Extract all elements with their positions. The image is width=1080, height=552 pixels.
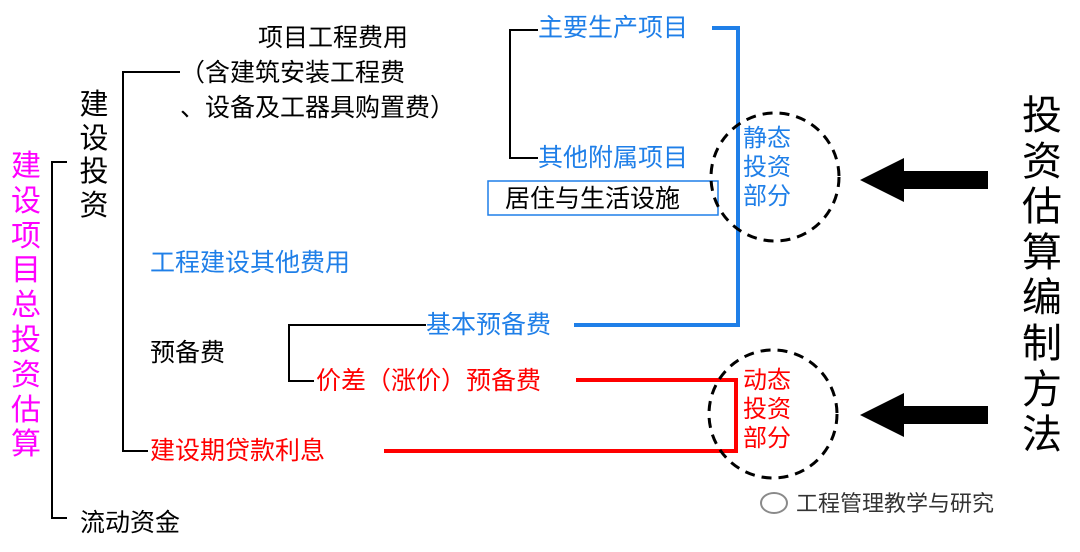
root-title: 建设项目总投资估算 [11,149,41,463]
root-bracket [51,161,67,519]
static-connector [574,26,740,327]
dynamic-group-label: 动态投资部分 [743,366,791,452]
construction-investment-label: 建设投资 [79,87,109,222]
dynamic-arrow-icon [860,393,988,437]
wechat-icon [760,492,788,514]
static-circle [709,111,841,243]
project-cost-detail-1: （含建筑安装工程费 [180,58,406,87]
basic-contingency-label: 基本预备费 [426,310,552,339]
static-group-label: 静态投资部分 [743,124,791,210]
living-facilities-label: 居住与生活设施 [505,184,681,213]
contingency-bracket [288,324,426,382]
price-contingency-label: 价差（涨价）预备费 [316,366,542,395]
dynamic-connector [384,378,738,453]
loan-interest-label: 建设期贷款利息 [150,436,326,465]
contingency-label: 预备费 [150,338,226,367]
project-cost-detail-2: 、设备及工器具购置费） [180,93,456,122]
construction-bracket [122,71,180,452]
project-cost-title: 项目工程费用 [258,23,409,52]
method-label: 投资估算编制方法 [1022,93,1062,459]
project-cost-bracket [509,29,538,159]
dynamic-circle [707,348,839,480]
auxiliary-label: 其他附属项目 [538,143,689,172]
other-costs-label: 工程建设其他费用 [150,248,351,277]
watermark-text: 工程管理教学与研究 [796,492,995,517]
main-production-label: 主要生产项目 [538,13,689,42]
static-arrow-icon [860,158,988,202]
living-facilities-box [487,180,719,216]
working-capital-label: 流动资金 [80,508,181,537]
